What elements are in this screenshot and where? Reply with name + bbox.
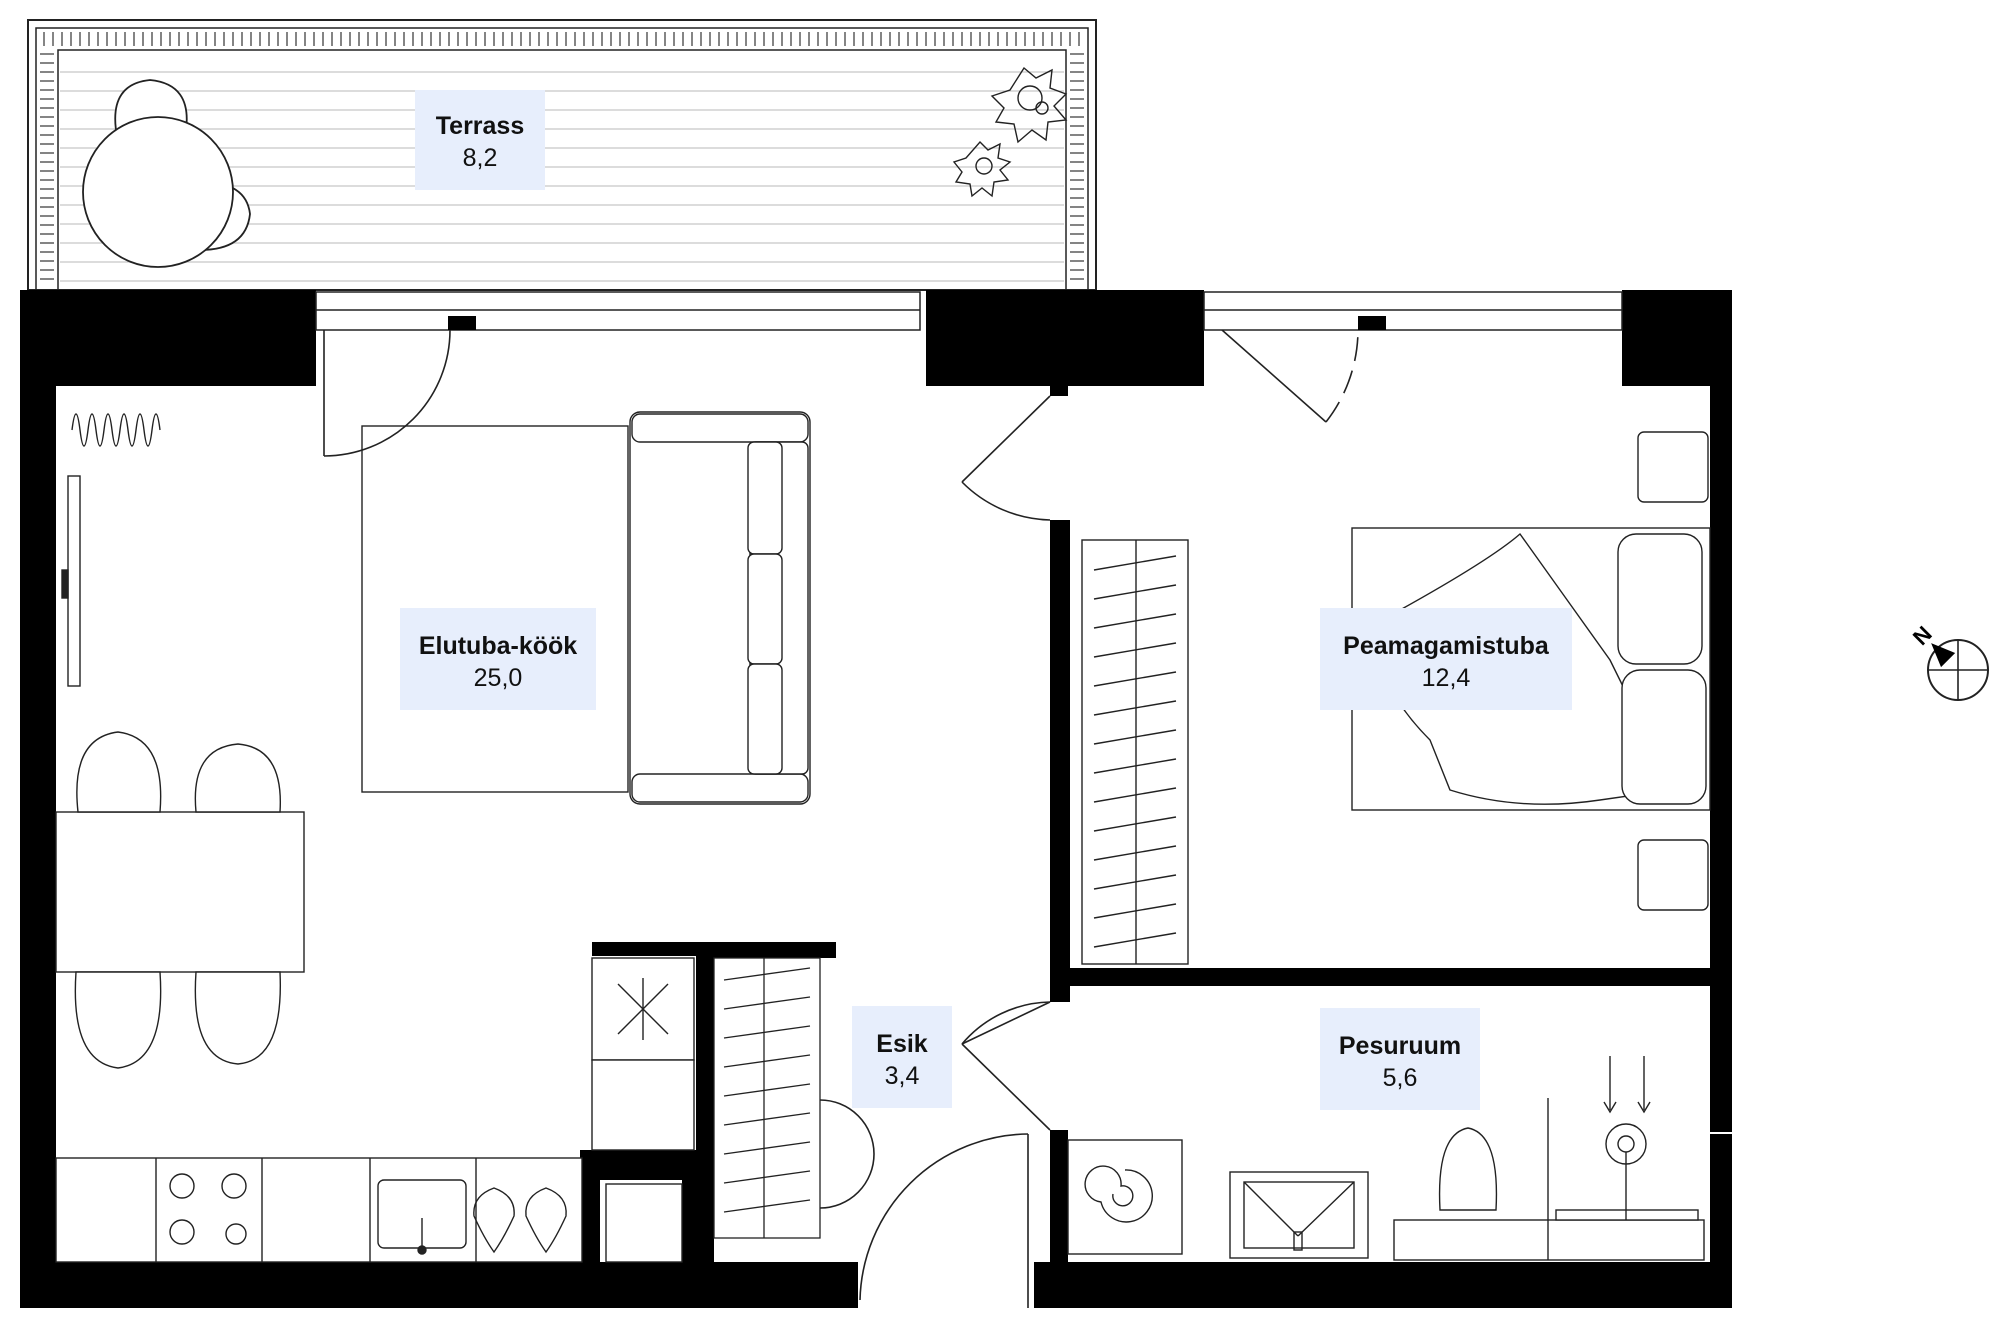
terrace-railing-pattern: [40, 32, 1084, 280]
label-bg-peamagamistuba: [1320, 608, 1572, 710]
room-name-terrass: Terrass: [436, 112, 525, 140]
pillow-icon: [1621, 669, 1707, 805]
bathroom-door-swing: [961, 1001, 1051, 1045]
terrace-label-bg: [415, 90, 545, 190]
bedroom-balcony-door-swing: [1325, 329, 1359, 423]
room-area-peamagamistuba: 12,4: [1422, 664, 1471, 692]
chair-icon: [76, 731, 162, 813]
wall-partition-stub: [1050, 384, 1068, 396]
living-room-furniture: [55, 411, 811, 1263]
wardrobe-icon: [1081, 539, 1189, 965]
room-name-peamagamistuba: Peamagamistuba: [1343, 632, 1550, 660]
chair-icon: [74, 971, 162, 1069]
closet-shelf-icon: [605, 1183, 683, 1263]
window-bedroom-frame: [1203, 291, 1623, 331]
wall-bathroom-left: [1050, 1130, 1068, 1308]
window-living-frame: [315, 291, 921, 331]
terrace-table-set-icon: [82, 79, 251, 268]
chair-icon: [194, 971, 282, 1065]
room-name-esik: Esik: [876, 1030, 928, 1058]
tv-icon: [67, 475, 81, 687]
dining-chairs: [74, 731, 282, 1069]
wall-jamb: [300, 290, 316, 332]
bedroom-door-leaf: [961, 395, 1051, 483]
bathroom-door-edge: [961, 1043, 1051, 1131]
walls: [20, 290, 1732, 1308]
faucet-icon: [473, 1187, 567, 1254]
rug-icon: [361, 425, 629, 793]
stove-icon: [169, 1173, 247, 1245]
room-name-elutuba: Elutuba-köök: [419, 632, 577, 660]
chair-icon: [194, 743, 282, 813]
toilet-icon: [1438, 1127, 1498, 1211]
entrance-door-swing: [859, 1133, 1029, 1301]
terrace-table-icon: [82, 116, 234, 268]
bedroom-door-swing: [961, 481, 1051, 521]
windows: [315, 291, 1623, 331]
wall-closet-bottom: [580, 1150, 696, 1180]
wall-left: [20, 290, 56, 1308]
wall-top-middle: [926, 290, 1204, 386]
room-area-esik: 3,4: [885, 1062, 920, 1090]
bathroom-door-leaf: [961, 1001, 1051, 1045]
kitchen-counter: [55, 1157, 583, 1263]
wall-wardrobe-top: [696, 942, 836, 958]
terrace-door-swing: [323, 329, 451, 457]
terrace: Terrass 8,2: [27, 19, 1097, 291]
room-area-pesuruum: 5,6: [1383, 1064, 1418, 1092]
radiator-icon: [71, 413, 161, 447]
label-bg-pesuruum: [1320, 1008, 1480, 1110]
shower-icon: [1555, 1056, 1699, 1221]
dining-table-icon: [55, 811, 305, 973]
room-name-pesuruum: Pesuruum: [1339, 1032, 1461, 1060]
label-bg-esik: [852, 1006, 952, 1108]
kitchen-column: [591, 957, 695, 1263]
nightstand-icon: [1637, 839, 1709, 911]
terrace-railing-inner: [57, 49, 1067, 291]
nightstand-icon: [1637, 431, 1709, 503]
oven-icon: [591, 1059, 695, 1151]
wall-bottom-right: [1034, 1262, 1732, 1308]
doors: [323, 329, 1359, 1308]
window-mullion: [1358, 316, 1386, 330]
room-labels: Elutuba-köök 25,0 Peamagamistuba 12,4 Es…: [400, 608, 1572, 1110]
sofa-icon: [629, 411, 811, 805]
window-mullion: [448, 316, 476, 330]
room-area-elutuba: 25,0: [474, 664, 523, 692]
room-area-terrass: 8,2: [463, 144, 498, 172]
sink-icon: [1229, 1171, 1369, 1259]
wall-closet-top: [592, 942, 698, 956]
plant-icon: [990, 66, 1068, 144]
washing-machine-icon: [1067, 1139, 1183, 1255]
wall-right-upper: [1710, 290, 1732, 1132]
wall-jamb: [1188, 290, 1204, 332]
bathroom-counter: [1393, 1219, 1705, 1261]
pillow-icon: [1617, 533, 1703, 665]
wall-bottom-left: [20, 1262, 858, 1308]
wall-closet-right: [696, 942, 714, 1262]
closet-door-swing: [819, 1099, 875, 1209]
wall-bedroom-bathroom: [1066, 968, 1732, 986]
bedroom-balcony-door-leaf: [1221, 329, 1327, 423]
wall-partition-bedroom: [1050, 520, 1070, 1002]
plant-icon: [952, 140, 1012, 198]
hallway-wardrobe-icon: [713, 957, 821, 1239]
label-bg-elutuba: [400, 608, 596, 710]
wall-top-left: [20, 290, 316, 386]
wall-closet-bottom-right: [682, 1150, 696, 1262]
compass-icon: N: [1908, 621, 1989, 701]
sink-icon: [377, 1179, 467, 1255]
bathroom-fixtures: [1067, 1056, 1705, 1261]
